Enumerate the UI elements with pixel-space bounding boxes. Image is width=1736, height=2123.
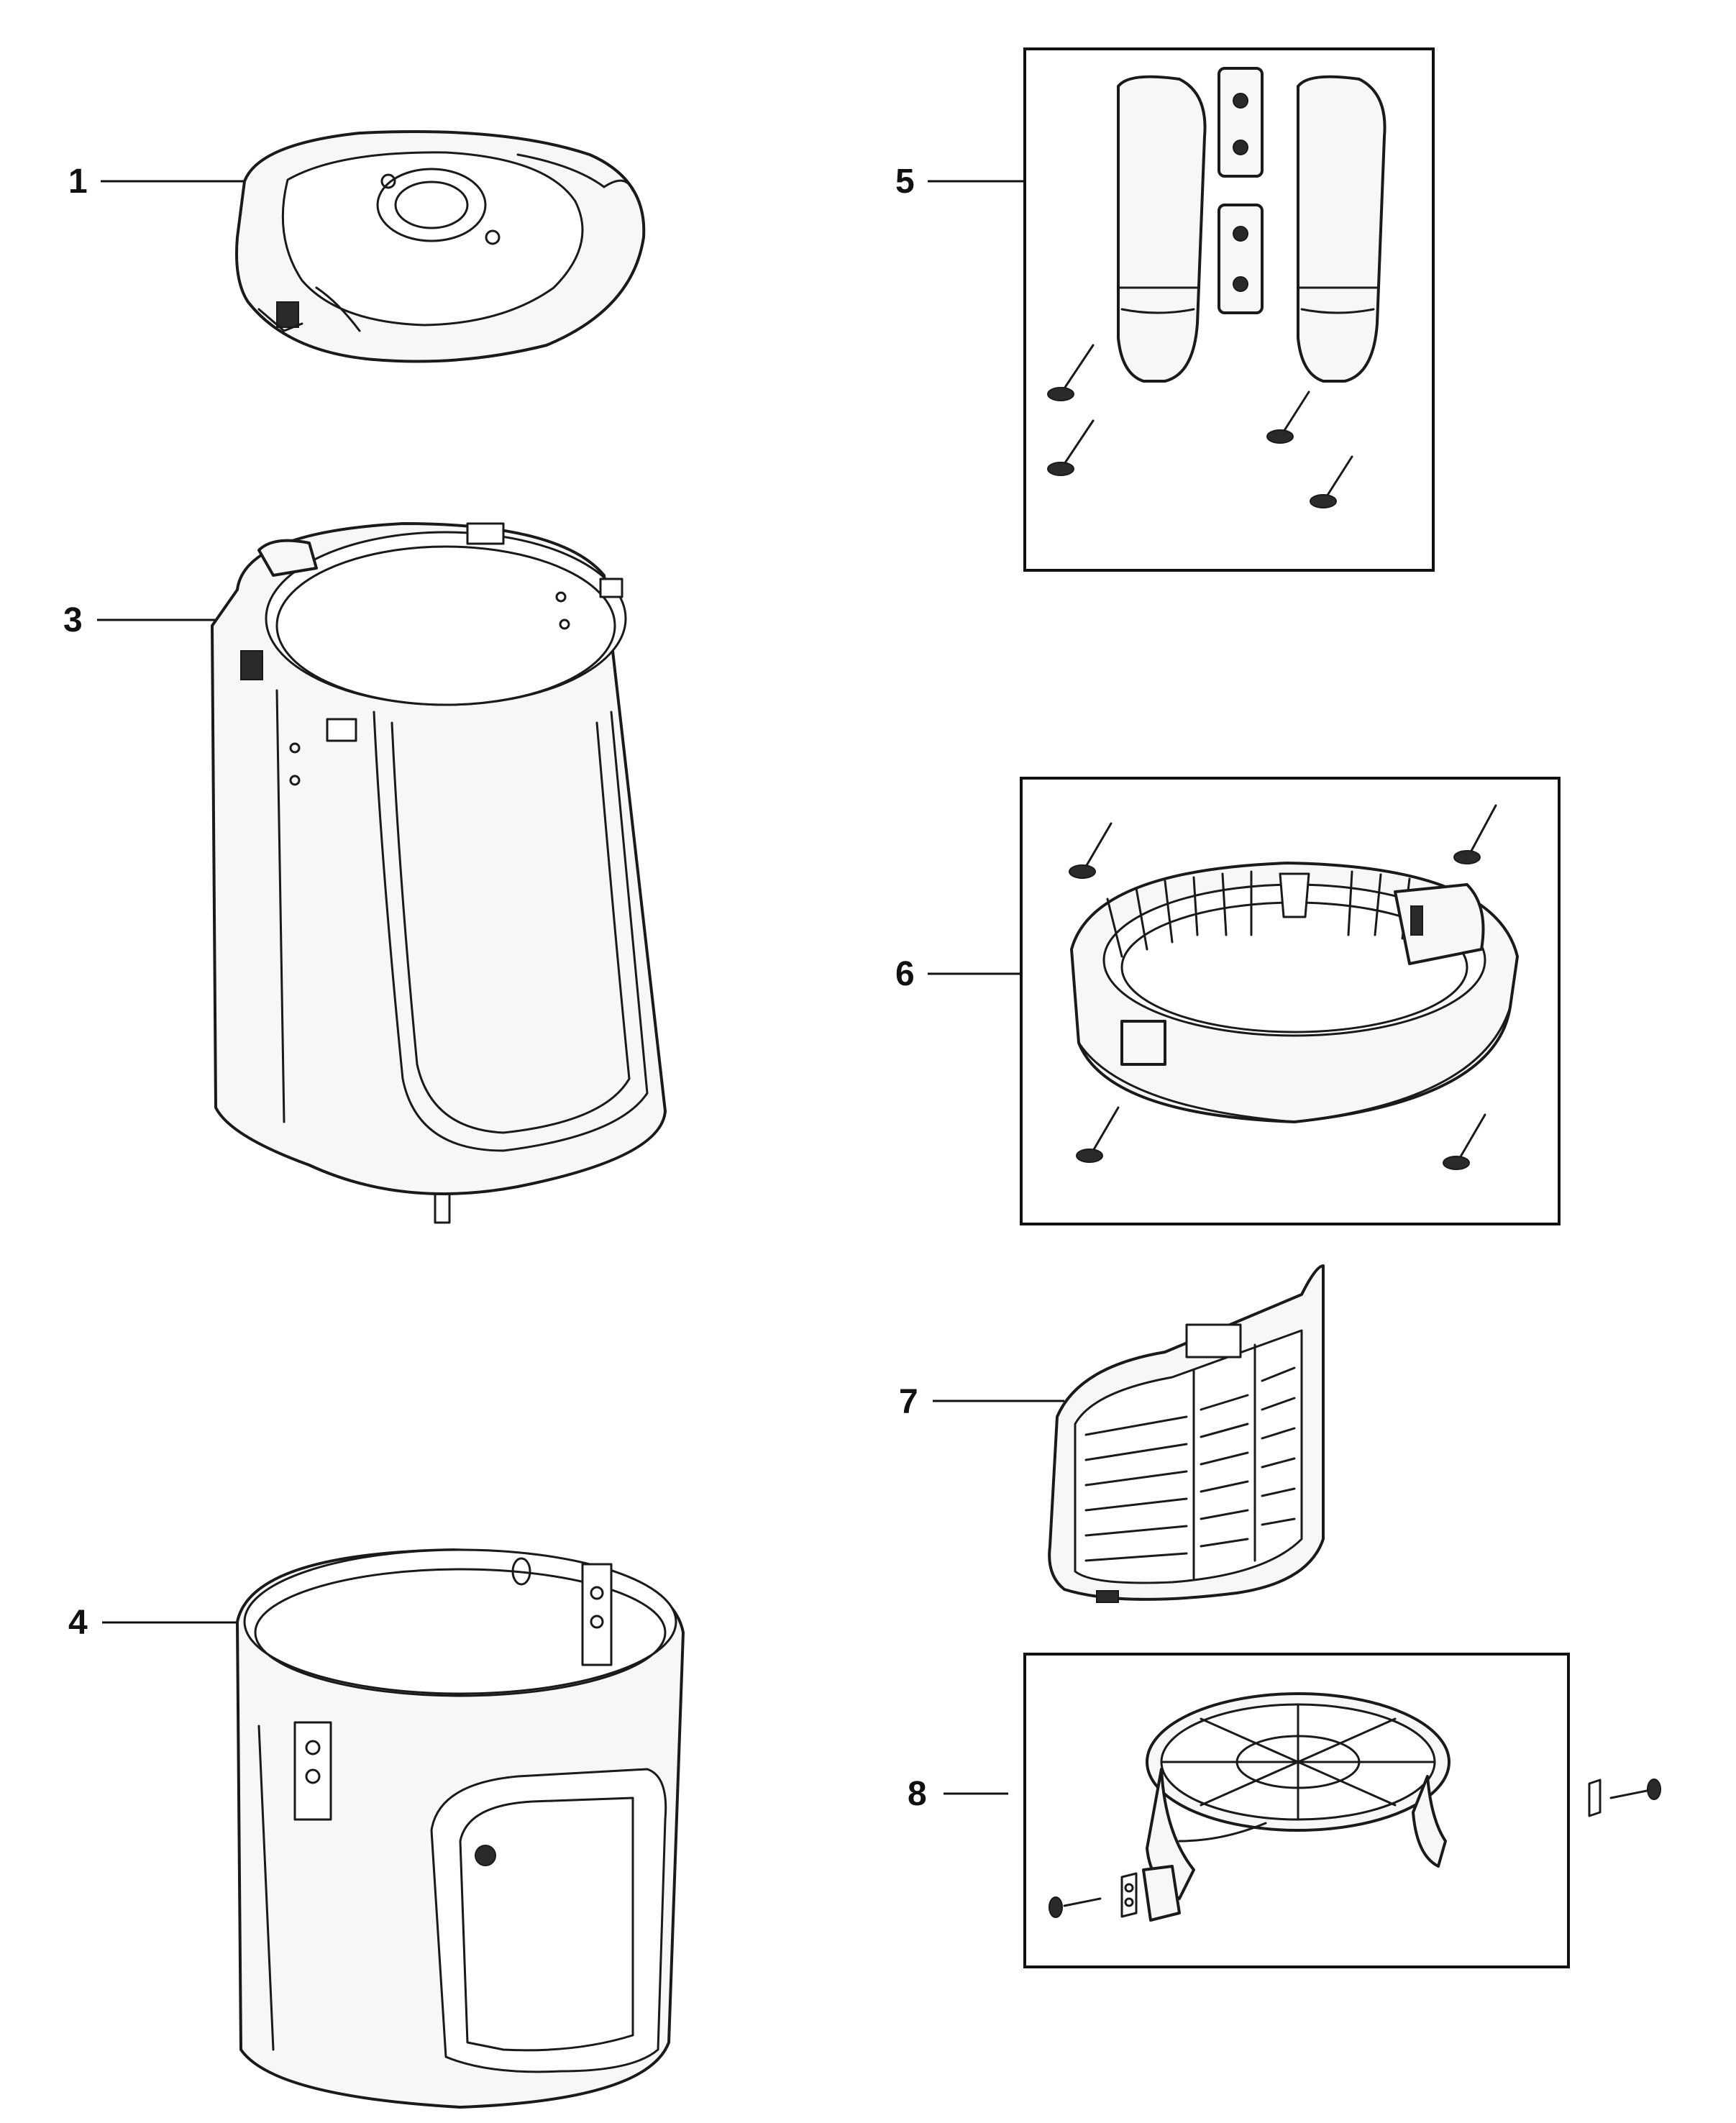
callout-1: 1: [68, 163, 88, 201]
callout-4: 4: [68, 1604, 88, 1642]
screw-icon: [1069, 804, 1497, 1170]
callout-7: 7: [899, 1383, 918, 1421]
callout-6: 6: [895, 955, 915, 993]
callout-8: 8: [908, 1775, 927, 1813]
upper-housing-icon: [211, 522, 667, 1224]
kit-8-frame: [1023, 1653, 1570, 1968]
part-3-upper-housing[interactable]: 3: [63, 522, 667, 1224]
part-6-base-ring-kit[interactable]: 6: [895, 777, 1561, 1225]
part-7-grille[interactable]: 7: [899, 1264, 1325, 1603]
base-ring-kit-icon: [1069, 804, 1519, 1170]
lower-housing-icon: [236, 1548, 685, 2109]
callout-3: 3: [63, 601, 83, 639]
part-1-lid-cover[interactable]: 1: [68, 130, 646, 363]
kit-5-frame: [1023, 47, 1435, 572]
callout-5: 5: [895, 163, 915, 201]
screw-icon: [1047, 344, 1353, 508]
part-4-lower-housing[interactable]: 4: [68, 1548, 685, 2109]
bracket-kit-icon: [1047, 67, 1386, 508]
lid-cover-icon: [235, 130, 646, 363]
kit-6-frame: [1020, 777, 1561, 1225]
stand-kit-icon: [1049, 1692, 1661, 1922]
part-8-stand-kit[interactable]: 8: [908, 1653, 1661, 1968]
screw-icon: [1049, 1779, 1661, 1918]
part-5-bracket-kit[interactable]: 5: [895, 47, 1435, 572]
grille-icon: [1048, 1264, 1325, 1603]
